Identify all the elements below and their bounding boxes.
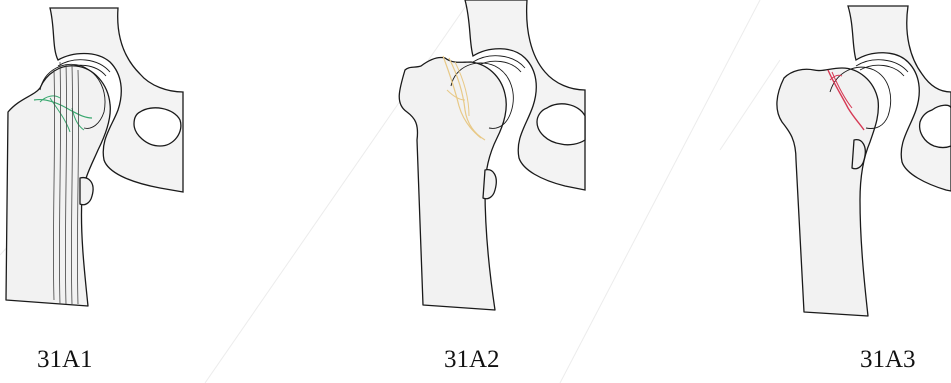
- lesser-trochanter: [80, 178, 93, 205]
- panel-label-31a3: 31A3: [860, 347, 916, 372]
- panel-31a2: [385, 0, 600, 320]
- panel-label-31a1: 31A1: [37, 347, 93, 372]
- hip-diagram-31a2: [385, 0, 600, 320]
- panel-31a3: [770, 0, 951, 320]
- femur-shape: [6, 66, 110, 306]
- panel-label-31a2: 31A2: [444, 347, 500, 372]
- hip-diagram-31a1: [0, 0, 200, 320]
- hip-diagram-31a3: [770, 0, 951, 320]
- lesser-trochanter: [483, 170, 496, 199]
- panel-31a1: [0, 0, 200, 320]
- femur-shape: [777, 68, 878, 316]
